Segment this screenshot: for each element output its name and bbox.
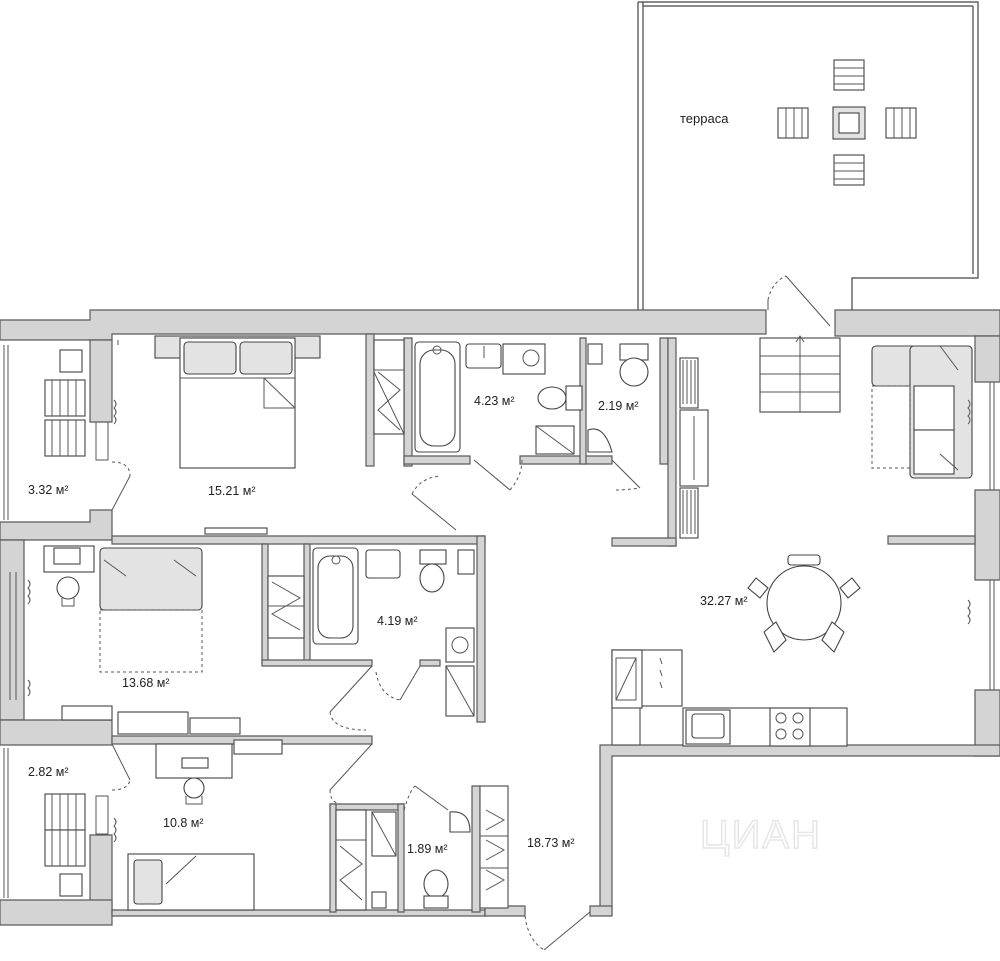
wc-2 bbox=[335, 809, 471, 911]
bedroom-2 bbox=[27, 545, 305, 735]
bathroom-2 bbox=[312, 547, 475, 717]
terrace: терраса bbox=[637, 1, 979, 327]
bathroom-1-area: 4.23 м² bbox=[474, 394, 515, 408]
hallway-area: 18.73 м² bbox=[527, 836, 575, 850]
balcony-top bbox=[44, 349, 117, 461]
bathroom-2-area: 4.19 м² bbox=[377, 614, 418, 628]
wardrobe-hall bbox=[679, 357, 709, 539]
living-kitchen-area: 32.27 м² bbox=[700, 594, 748, 608]
watermark: ЦИАН bbox=[699, 812, 822, 858]
bedroom-master-area: 15.21 м² bbox=[208, 484, 256, 498]
terrace-label: терраса bbox=[680, 111, 729, 126]
wc-1 bbox=[587, 343, 649, 453]
balcony-bottom bbox=[44, 793, 117, 897]
balcony-top-area: 3.32 м² bbox=[28, 483, 69, 497]
balcony-bottom-area: 2.82 м² bbox=[28, 765, 69, 779]
bathroom-1 bbox=[414, 341, 583, 455]
walls bbox=[0, 309, 1000, 926]
living-room bbox=[611, 345, 973, 747]
bedroom-3 bbox=[127, 739, 283, 911]
bedroom-2-area: 13.68 м² bbox=[122, 676, 170, 690]
windows bbox=[3, 340, 995, 898]
watermark-text: ЦИАН bbox=[700, 813, 822, 857]
bedroom-3-area: 10.8 м² bbox=[163, 816, 204, 830]
wc-1-area: 2.19 м² bbox=[598, 399, 639, 413]
doors bbox=[111, 459, 641, 951]
wc-2-area: 1.89 м² bbox=[407, 842, 448, 856]
outdoor-furniture-icon bbox=[777, 59, 917, 186]
master-bedroom bbox=[154, 335, 405, 535]
hallway-wardrobe bbox=[480, 809, 508, 891]
staircase bbox=[759, 335, 841, 413]
